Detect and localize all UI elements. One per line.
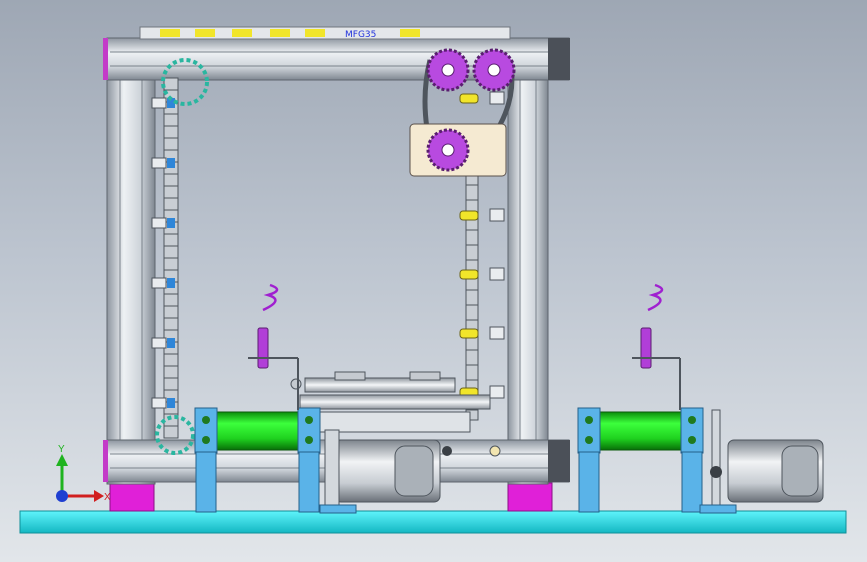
motor-left <box>319 429 441 514</box>
cylinder-right <box>577 407 704 513</box>
top-label: MFG35 <box>345 30 376 40</box>
motor-right <box>699 409 824 514</box>
sensor-right <box>632 283 681 410</box>
chain-right <box>422 59 515 421</box>
top-label-strip: MFG35 <box>139 26 511 40</box>
foot-left <box>109 482 155 512</box>
cylinder-left <box>194 407 321 513</box>
sprocket-tensioner <box>426 128 470 172</box>
base-plate <box>19 510 847 534</box>
sprocket-top-right <box>472 48 516 92</box>
chain-left <box>151 58 209 455</box>
axis-x-label: X <box>104 492 111 503</box>
sensor-left <box>248 283 299 410</box>
axis-triad: Y X <box>56 444 111 503</box>
sprocket-top-left <box>426 48 470 92</box>
center-slide-cylinder <box>290 371 501 457</box>
foot-right <box>507 482 553 512</box>
axis-y-label: Y <box>58 444 65 455</box>
